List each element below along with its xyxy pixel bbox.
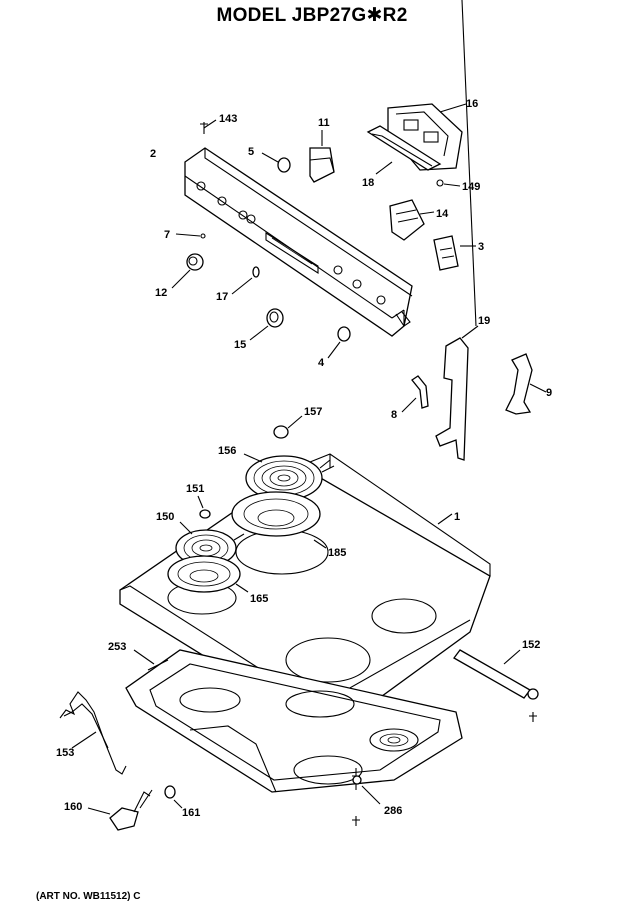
receptacle-157 (273, 415, 303, 439)
callout-153: 153 (56, 747, 74, 759)
callout-19: 19 (478, 315, 490, 327)
terminal-block-160 (87, 789, 153, 831)
art-number: (ART NO. WB11512) C (36, 891, 141, 902)
knob-12 (171, 253, 204, 289)
surface-element-156 (243, 453, 335, 501)
callout-150: 150 (156, 511, 174, 523)
knob-15 (249, 308, 284, 341)
callout-9: 9 (546, 387, 552, 399)
callout-157: 157 (304, 406, 322, 418)
callout-185: 185 (328, 547, 346, 559)
callout-152: 152 (522, 639, 540, 651)
grommet-161 (164, 785, 183, 809)
callout-161: 161 (182, 807, 200, 819)
callout-143: 143 (219, 113, 237, 125)
timer-plate-18 (366, 125, 442, 175)
burner-box (125, 649, 463, 793)
diagram-title: MODEL JBP27G✱R2 (216, 5, 408, 26)
bracket-19 (435, 0, 479, 461)
callout-2: 2 (150, 148, 156, 160)
knob-5 (261, 152, 291, 173)
callout-149: 149 (462, 181, 480, 193)
knob-17 (231, 266, 260, 295)
bracket-9 (505, 353, 547, 415)
screw-143 (200, 119, 217, 134)
receptacle-3 (433, 235, 476, 271)
callout-4: 4 (318, 357, 325, 369)
callout-160: 160 (64, 801, 82, 813)
callout-8: 8 (391, 409, 397, 421)
callout-1: 1 (454, 511, 460, 523)
rod-152 (453, 649, 539, 722)
callout-253: 253 (108, 641, 126, 653)
callout-286: 286 (384, 805, 402, 817)
callout-15: 15 (234, 339, 246, 351)
callout-3: 3 (478, 241, 484, 253)
ring-151 (197, 495, 211, 519)
wire-harness-153 (59, 691, 127, 775)
callout-7: 7 (164, 229, 170, 241)
callout-11: 11 (318, 117, 330, 129)
control-panel-backsplash (184, 147, 413, 337)
screw-286 (352, 768, 381, 826)
callout-16: 16 (466, 98, 478, 110)
callout-165: 165 (250, 593, 268, 605)
switch-11 (309, 130, 335, 183)
screw-7 (175, 233, 206, 239)
callout-18: 18 (362, 177, 374, 189)
knob-4 (327, 326, 351, 359)
switch-14 (389, 199, 435, 241)
callout-17: 17 (216, 291, 228, 303)
callout-5: 5 (248, 146, 254, 158)
screw-149 (436, 179, 461, 187)
drip-pan-165 (167, 555, 249, 593)
callout-14: 14 (436, 208, 449, 220)
callout-12: 12 (155, 287, 167, 299)
callout-156: 156 (218, 445, 236, 457)
drip-pan-185 (231, 491, 327, 549)
callout-151: 151 (186, 483, 204, 495)
bracket-8 (401, 375, 429, 413)
rod-253 (133, 649, 169, 671)
